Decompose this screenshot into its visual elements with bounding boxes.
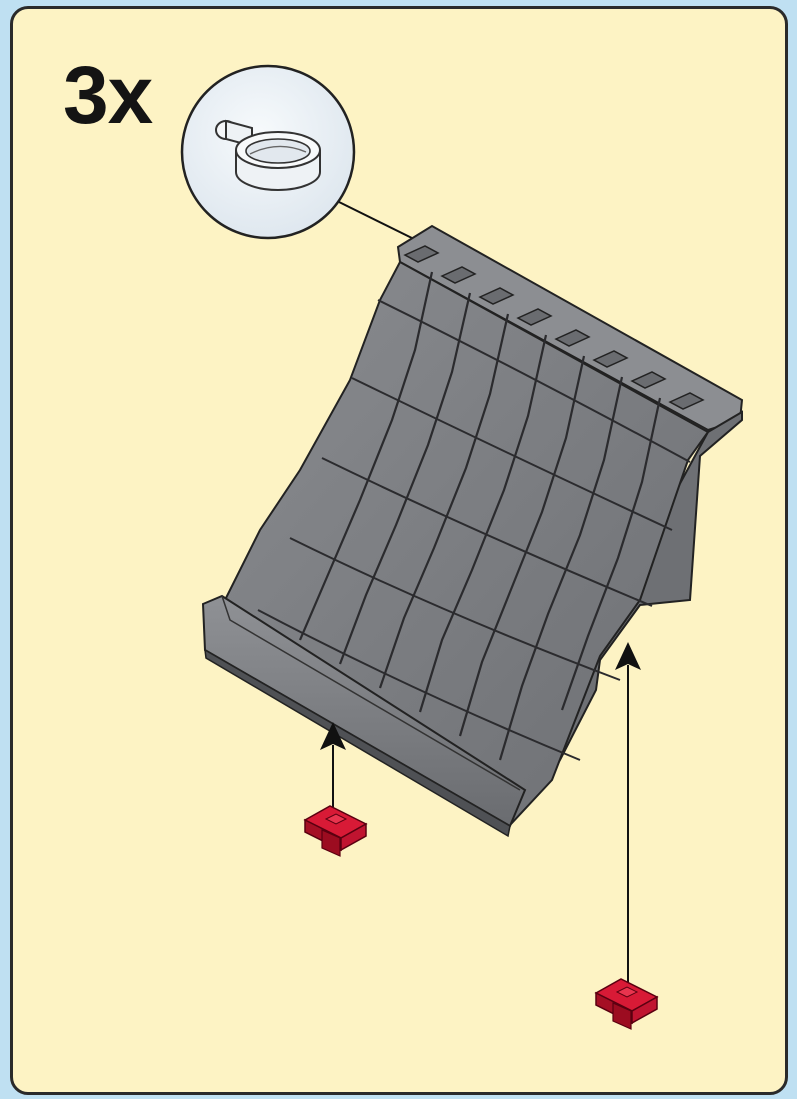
red-connector-left [305,806,366,856]
callout-bubble [182,66,354,238]
insert-arrow-right [615,642,641,990]
callout-leader-line [335,200,420,242]
roof-slope-piece [203,226,742,836]
red-connector-right [596,979,657,1029]
